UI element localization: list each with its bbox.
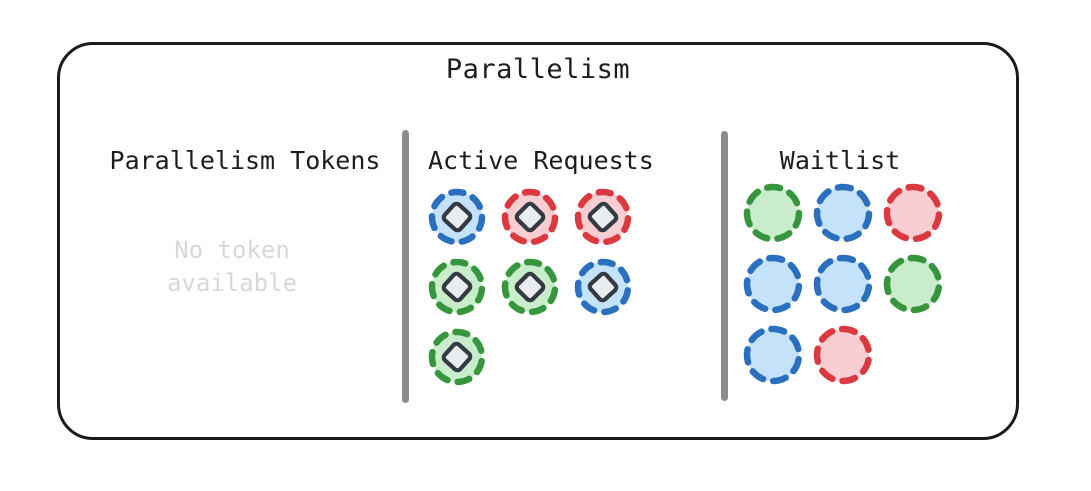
active-requests-token-grid [426, 186, 634, 396]
section-divider [402, 130, 409, 403]
waitlist-row [741, 181, 945, 245]
green-token-icon [428, 258, 486, 316]
green-token-icon [501, 258, 559, 316]
no-token-available-text: No token available [166, 236, 298, 297]
active-requests-row [426, 326, 634, 388]
active-requests-token-blue [426, 186, 488, 248]
active-requests-token-green [499, 256, 561, 318]
waitlist-token-grid [741, 181, 945, 394]
green-token-icon [743, 183, 803, 243]
waitlist-token-green [881, 252, 945, 316]
section-header-parallelism-tokens: Parallelism Tokens [109, 146, 381, 175]
blue-token-icon [743, 254, 803, 314]
request-diamond-icon [441, 341, 473, 373]
active-requests-token-green [426, 326, 488, 388]
waitlist-row [741, 323, 945, 387]
green-token-icon [428, 328, 486, 386]
blue-token-icon [813, 254, 873, 314]
waitlist-token-blue [811, 252, 875, 316]
active-requests-row [426, 256, 634, 318]
red-token-icon [574, 188, 632, 246]
red-token-icon [813, 325, 873, 385]
request-diamond-icon [441, 201, 473, 233]
active-requests-token-red [499, 186, 561, 248]
blue-token-icon [428, 188, 486, 246]
waitlist-row [741, 252, 945, 316]
active-requests-token-green [426, 256, 488, 318]
section-header-waitlist: Waitlist [779, 146, 901, 175]
waitlist-token-green [741, 181, 805, 245]
request-diamond-icon [587, 271, 619, 303]
blue-token-icon [743, 325, 803, 385]
active-requests-token-red [572, 186, 634, 248]
red-token-icon [883, 183, 943, 243]
diagram-border-box [57, 42, 1019, 440]
section-divider [721, 131, 728, 401]
request-diamond-icon [441, 271, 473, 303]
waitlist-token-red [881, 181, 945, 245]
request-diamond-icon [587, 201, 619, 233]
waitlist-token-blue [811, 181, 875, 245]
section-header-active-requests: Active Requests [428, 146, 654, 175]
waitlist-token-blue [741, 323, 805, 387]
diagram-title: Parallelism [445, 54, 631, 85]
waitlist-token-red [811, 323, 875, 387]
blue-token-icon [813, 183, 873, 243]
request-diamond-icon [514, 271, 546, 303]
waitlist-token-blue [741, 252, 805, 316]
request-diamond-icon [514, 201, 546, 233]
active-requests-token-blue [572, 256, 634, 318]
red-token-icon [501, 188, 559, 246]
blue-token-icon [574, 258, 632, 316]
green-token-icon [883, 254, 943, 314]
active-requests-row [426, 186, 634, 248]
